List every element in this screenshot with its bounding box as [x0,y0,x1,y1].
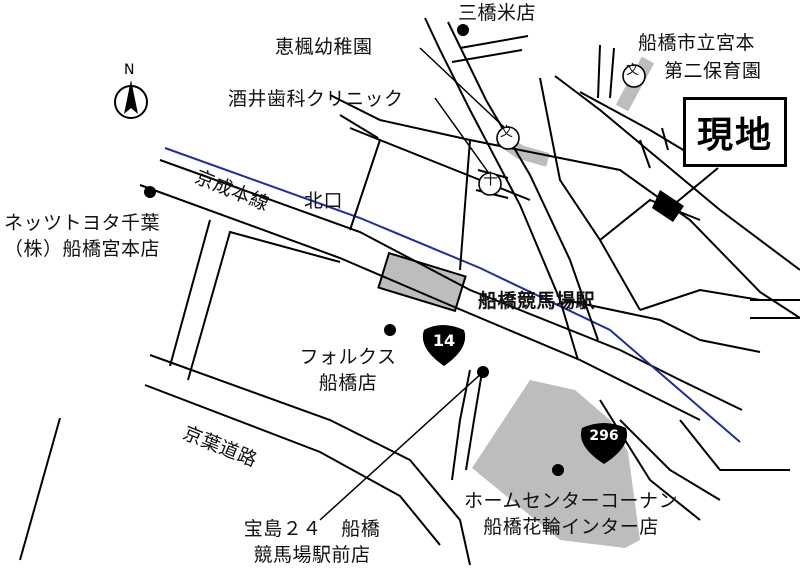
label-konan-1: ホームセンターコーナン [464,490,678,512]
label-sakai-dental: 酒井歯科クリニック [228,88,404,110]
label-miyamoto-nursery-1: 船橋市立宮本 [638,32,756,54]
label-kaede-kindergarten: 恵楓幼稚園 [275,36,373,58]
school-icon: 文 [500,125,514,140]
route-296-shield [580,423,628,464]
school-symbol-kindergarten [496,126,520,150]
clinic-icon: 十 [483,170,499,188]
site-pointer [671,167,719,207]
school-icon: 文 [626,63,640,78]
label-konan-2: 船橋花輪インター店 [483,516,659,538]
road-network [19,17,800,566]
label-miyamoto-nursery-2: 第二保育園 [664,60,762,82]
label-mitsuhashi-rice: 三橋米店 [458,2,537,24]
route-14-shield [422,325,466,366]
label-station: 船橋競馬場駅 [478,290,596,312]
leader-lines [319,47,506,521]
site-marker [652,190,684,222]
route-296-number: 296 [589,428,619,444]
label-folks-2: 船橋店 [318,372,378,394]
poi-dot-folks [384,324,396,336]
poi-dot-konan [552,464,564,476]
site-label: 現地 [683,97,787,167]
label-nets-toyota-1: ネッツトヨタ千葉 [4,212,161,234]
station-building [377,251,467,313]
label-takarajima-2: 競馬場駅前店 [253,544,371,566]
school-symbol-nursery [622,64,646,88]
label-north-exit: 北口 [304,190,344,212]
north-label: N [124,62,135,78]
poi-dot-nets-toyota [144,186,156,198]
label-folks-1: フォルクス [299,346,397,368]
route-14-number: 14 [432,331,456,350]
home-center-lot [472,380,640,548]
clinic-symbol [478,172,502,196]
label-takarajima-1: 宝島２４ 船橋 [243,518,381,540]
north-arrow: N [112,62,150,128]
label-nets-toyota-2: （株）船橋宮本店 [4,238,161,260]
poi-dot-mitsuhashi [457,24,469,36]
